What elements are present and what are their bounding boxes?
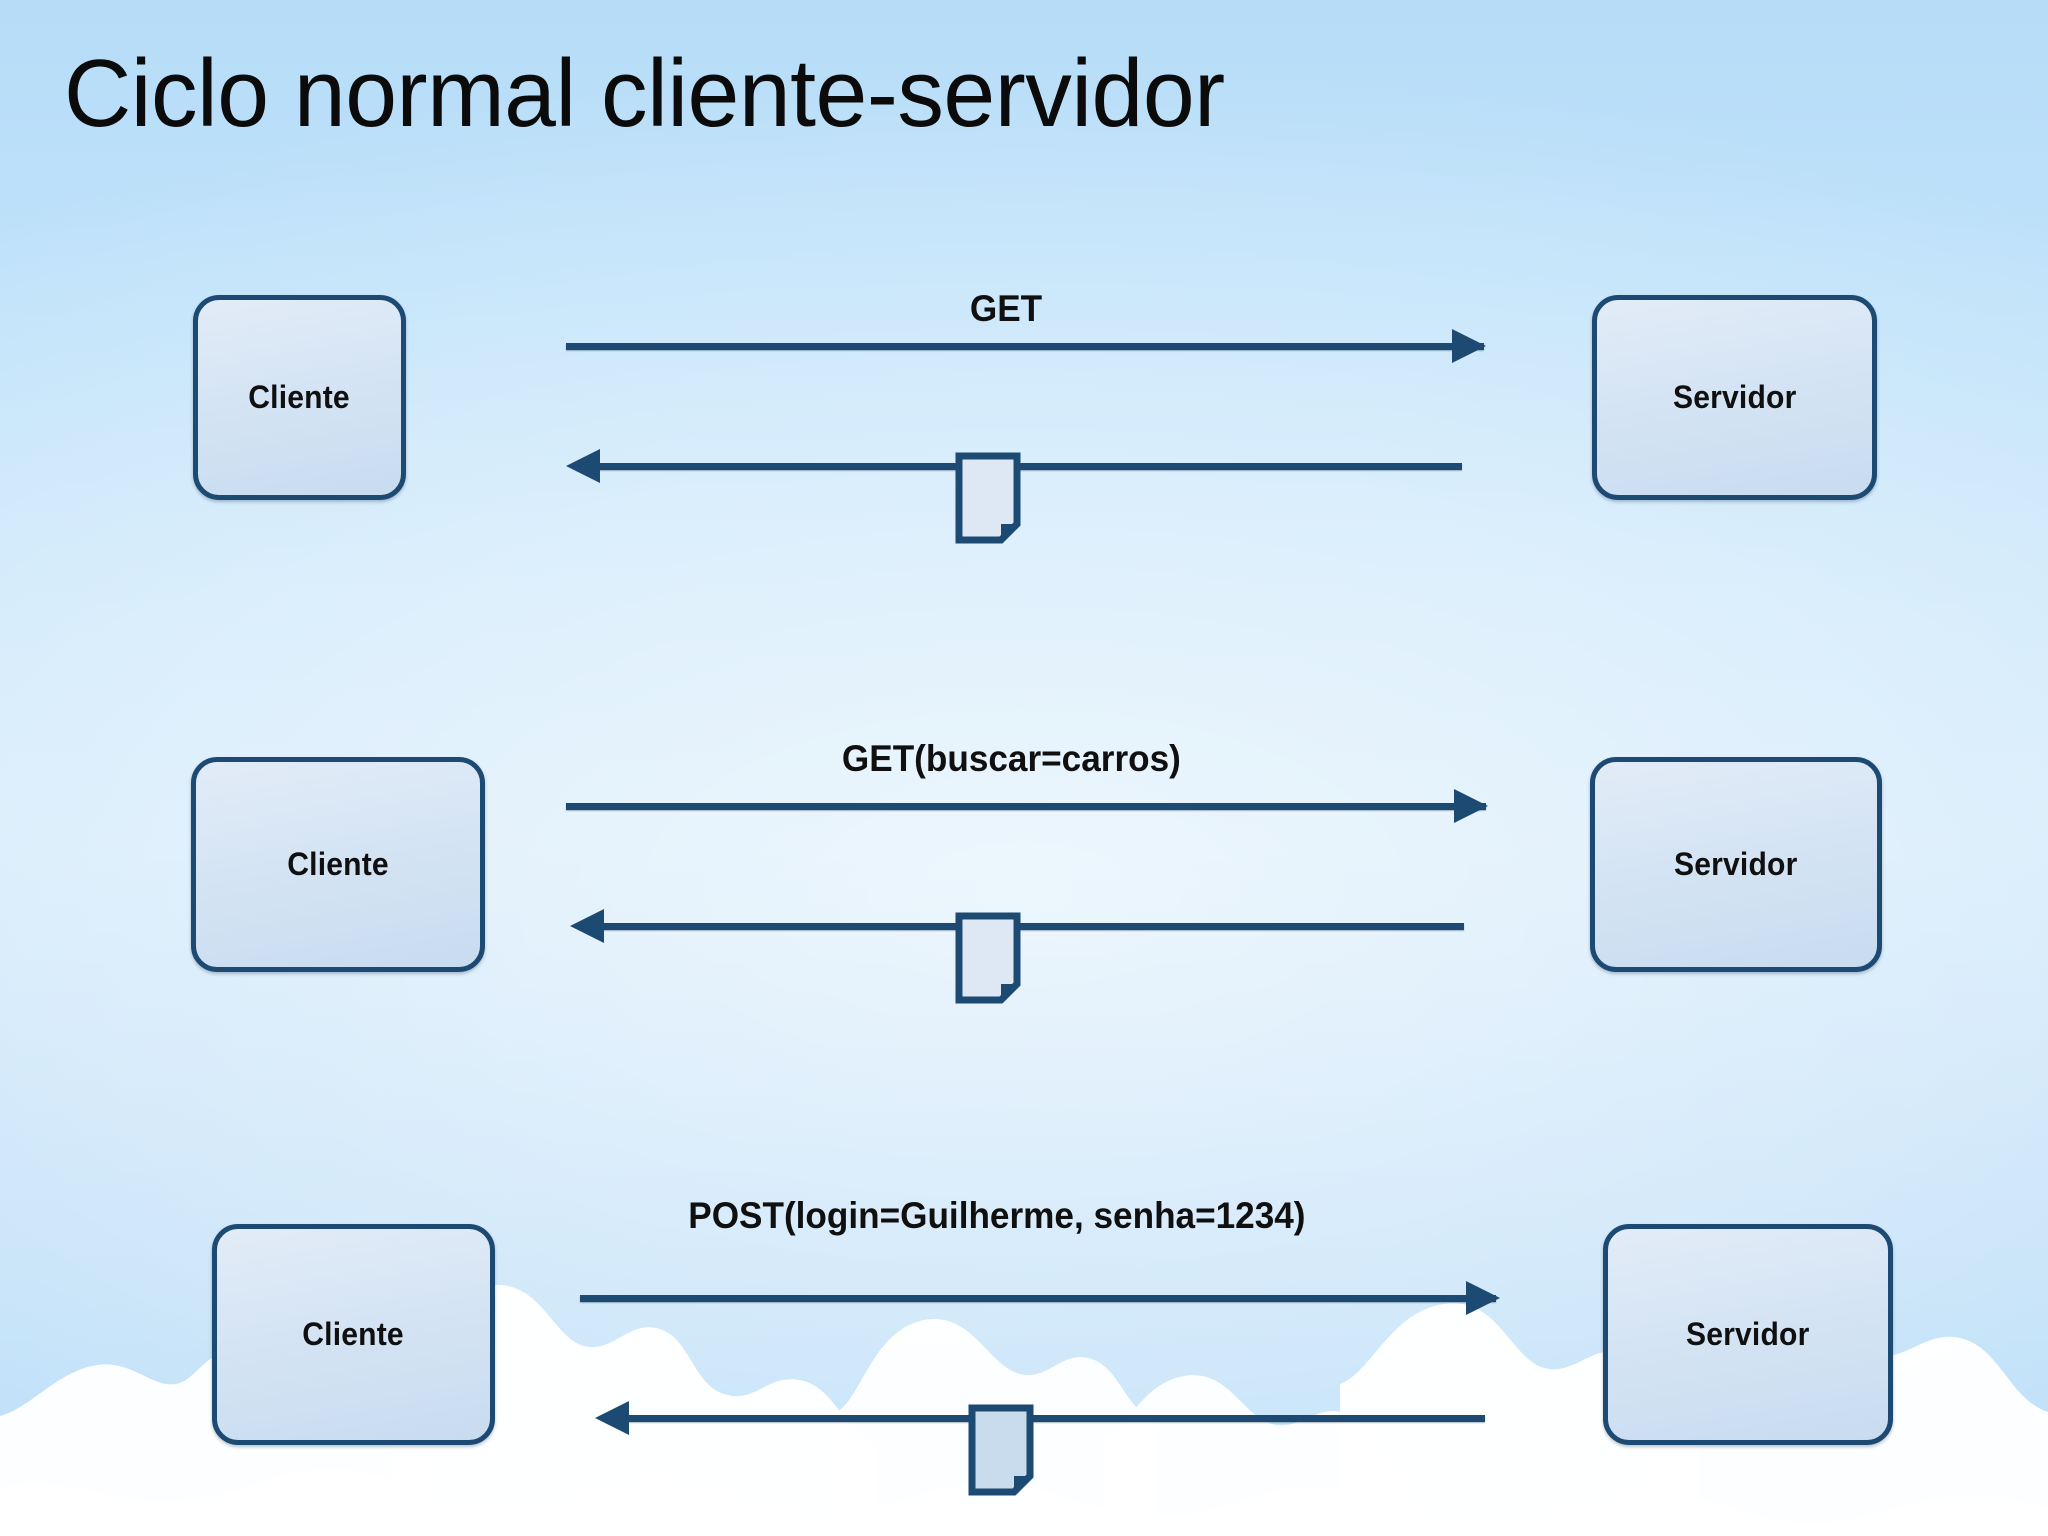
response-arrow-head-3 bbox=[595, 1401, 629, 1435]
request-arrow-line-1 bbox=[566, 343, 1484, 350]
client-node-label: Cliente bbox=[302, 1316, 405, 1352]
document-icon bbox=[955, 452, 1021, 544]
response-arrow-head-1 bbox=[566, 449, 600, 483]
slide-title: Ciclo normal cliente-servidor bbox=[64, 40, 1225, 147]
request-label-1: GET bbox=[969, 288, 1043, 329]
client-node-3[interactable]: Cliente bbox=[212, 1224, 495, 1445]
server-node-label: Servidor bbox=[1672, 379, 1797, 415]
client-node-label: Cliente bbox=[248, 379, 351, 415]
server-node-3[interactable]: Servidor bbox=[1603, 1224, 1893, 1445]
request-arrow-line-3 bbox=[580, 1295, 1496, 1302]
response-arrow-line-2 bbox=[580, 923, 1464, 930]
request-arrow-head-1 bbox=[1452, 329, 1486, 363]
request-arrow-head-3 bbox=[1466, 1281, 1500, 1315]
client-node-label: Cliente bbox=[287, 846, 389, 882]
server-node-label: Servidor bbox=[1686, 1316, 1810, 1352]
document-icon bbox=[968, 1404, 1034, 1496]
client-node-1[interactable]: Cliente bbox=[193, 295, 406, 500]
response-arrow-line-3 bbox=[605, 1415, 1485, 1422]
request-arrow-head-2 bbox=[1454, 789, 1488, 823]
server-node-1[interactable]: Servidor bbox=[1592, 295, 1877, 500]
request-label-3: POST(login=Guilherme, senha=1234) bbox=[688, 1195, 1306, 1236]
request-arrow-line-2 bbox=[566, 803, 1486, 810]
request-label-2: GET(buscar=carros) bbox=[841, 738, 1181, 779]
document-icon bbox=[955, 912, 1021, 1004]
server-node-2[interactable]: Servidor bbox=[1590, 757, 1882, 972]
server-node-label: Servidor bbox=[1674, 846, 1798, 882]
response-arrow-head-2 bbox=[570, 909, 604, 943]
client-node-2[interactable]: Cliente bbox=[191, 757, 485, 972]
